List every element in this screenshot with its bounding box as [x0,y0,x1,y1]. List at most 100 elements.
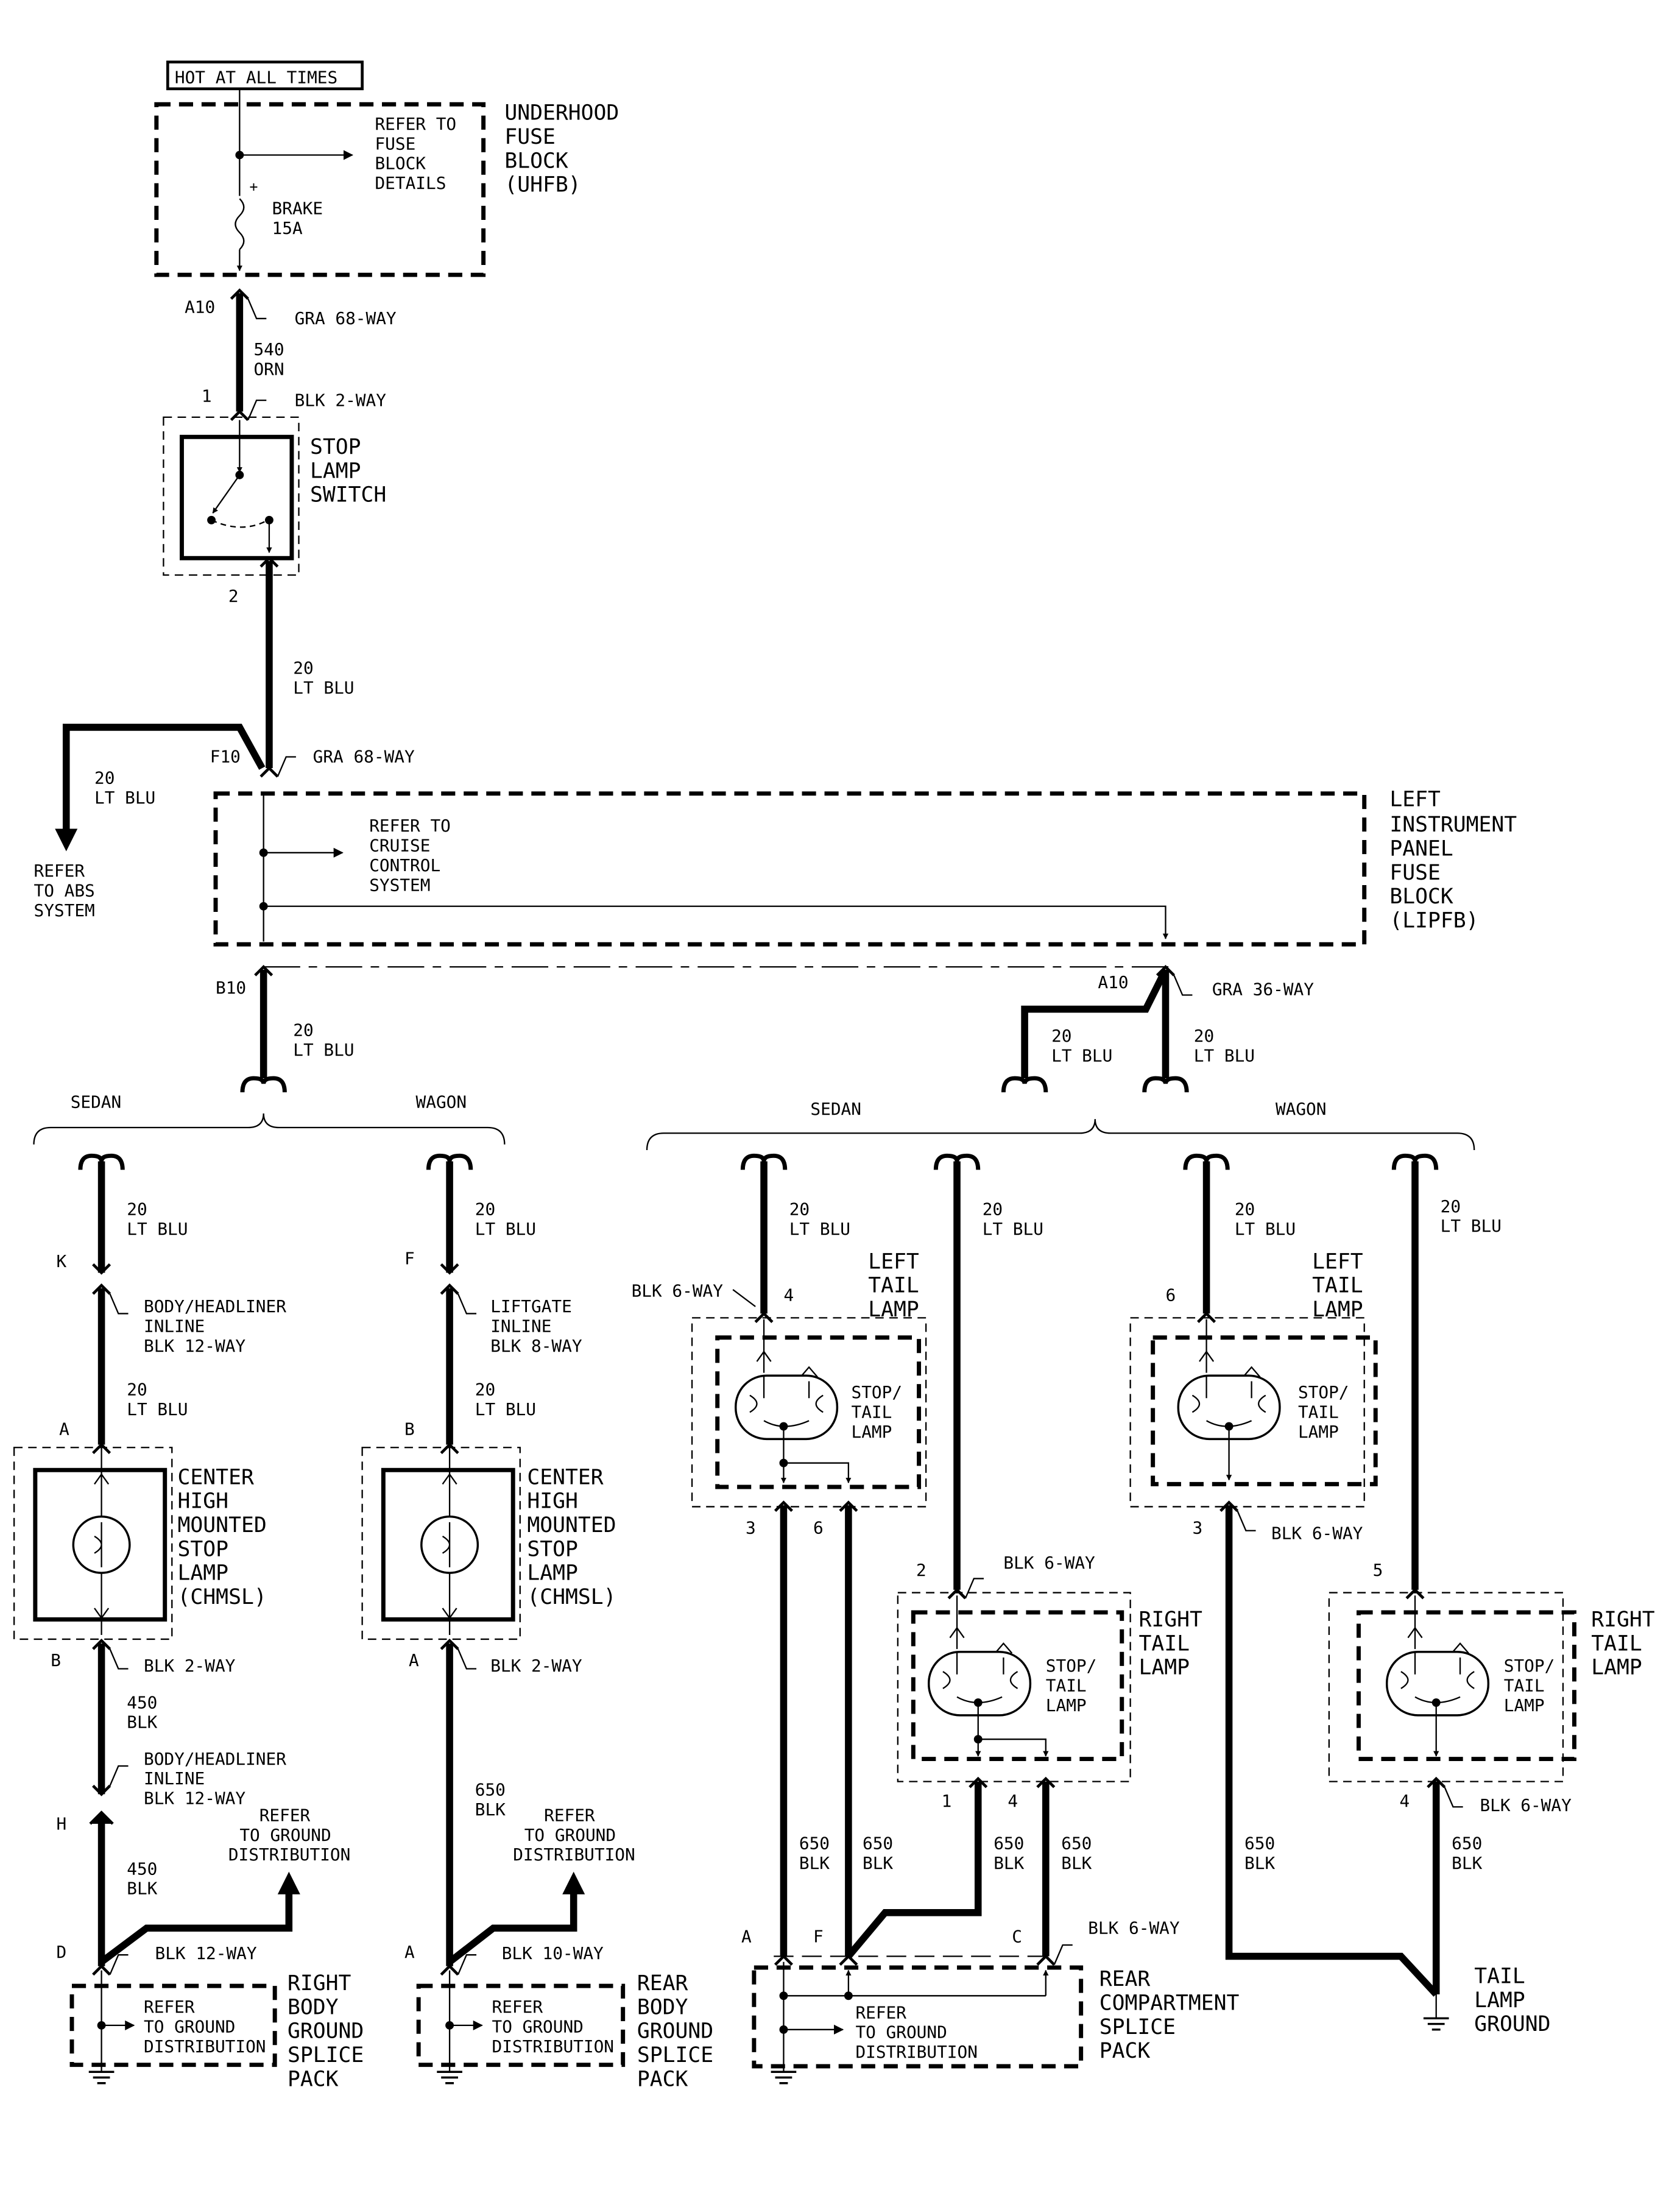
svg-text:TO GROUND: TO GROUND [524,1825,616,1845]
blk-6-way-rear-comp: BLK 6-WAY [1088,1918,1180,1938]
svg-text:BLOCK: BLOCK [504,149,568,173]
svg-text:STOP: STOP [310,435,361,459]
wire-a10-left-label: 20 LT BLU [1051,1026,1112,1065]
svg-text:20: 20 [1194,1026,1214,1046]
svg-text:650: 650 [863,1834,893,1854]
svg-text:CENTER: CENTER [178,1465,254,1489]
svg-text:LAMP: LAMP [1591,1656,1642,1680]
sedan-right-tail-wire-label: 20 LT BLU [983,1199,1043,1238]
svg-text:LT BLU: LT BLU [475,1219,536,1239]
svg-text:DISTRIBUTION: DISTRIBUTION [144,2036,266,2056]
svg-text:650: 650 [1061,1834,1092,1854]
wagon-label-left: WAGON [416,1092,467,1112]
svg-text:STOP/: STOP/ [852,1382,903,1402]
svg-text:20: 20 [789,1199,810,1219]
svg-text:650: 650 [1452,1834,1482,1854]
wire-20-lt-blu-label-1: 20 LT BLU [293,658,354,697]
svg-text:TAIL: TAIL [1046,1676,1087,1696]
svg-text:INLINE: INLINE [144,1316,205,1336]
connector-a-chmsl-sedan: A [59,1419,69,1439]
svg-text:20: 20 [1441,1196,1461,1216]
wire-to-abs [62,724,266,832]
svg-text:SYSTEM: SYSTEM [34,900,95,920]
rear-compartment-splice-box [752,1965,1084,2069]
blk-6-way-sedan-right: BLK 6-WAY [1003,1553,1095,1573]
svg-text:BODY: BODY [637,1995,688,2019]
stop-tail-bulb-sedan-left [735,1374,839,1441]
refer-ground-dist-label-2: REFER TO GROUND DISTRIBUTION [513,1805,635,1865]
connector-d: D [57,1942,67,1962]
connector-f-liftgate: F [404,1248,415,1268]
uhfb-refer-text: REFER TO FUSE BLOCK DETAILS [375,114,456,193]
svg-text:TAIL: TAIL [868,1274,919,1298]
svg-text:(CHMSL): (CHMSL) [527,1585,616,1609]
svg-text:540: 540 [253,339,284,359]
svg-text:BODY: BODY [288,1995,339,2019]
svg-text:BLOCK: BLOCK [375,154,426,174]
svg-text:FUSE: FUSE [504,125,556,149]
svg-text:RIGHT: RIGHT [288,1971,351,1996]
svg-text:LEFT: LEFT [1312,1249,1363,1274]
tail-lamp-ground-label: TAIL LAMP GROUND [1474,1964,1550,2036]
wire-450-label-2: 450 BLK [127,1859,157,1898]
svg-text:REFER TO: REFER TO [375,114,456,134]
svg-text:BLK: BLK [1061,1853,1092,1873]
svg-text:LAMP: LAMP [310,459,361,483]
wire-650-label-sedan-1: 650 BLK [799,1834,830,1873]
connector-3-sedan: 3 [746,1517,756,1537]
blk-2-way-chmsl-wagon: BLK 2-WAY [490,1656,582,1676]
svg-text:BLK 12-WAY: BLK 12-WAY [144,1336,245,1356]
stop-lamp-switch-outline [163,416,300,576]
blk-6-way-wagon-left: BLK 6-WAY [1271,1523,1363,1544]
hot-at-all-times-label: HOT AT ALL TIMES [175,68,337,88]
svg-text:(UHFB): (UHFB) [504,173,581,197]
uhfb-name: UNDERHOOD FUSE BLOCK (UHFB) [504,101,619,197]
chmsl-sedan-wire2-label: 20 LT BLU [127,1380,188,1419]
blk-6-way-sedan-left: BLK 6-WAY [632,1281,724,1301]
svg-text:CRUISE: CRUISE [369,836,430,856]
svg-text:ORN: ORN [253,359,284,379]
brake-fuse-label: BRAKE 15A [272,199,323,238]
svg-text:DISTRIBUTION: DISTRIBUTION [513,1845,635,1865]
svg-text:20: 20 [293,1020,313,1040]
svg-text:SWITCH: SWITCH [310,483,386,507]
stop-tail-bulb-sedan-right [928,1651,1032,1717]
svg-text:(CHMSL): (CHMSL) [178,1585,267,1609]
svg-text:BLK 8-WAY: BLK 8-WAY [490,1336,582,1356]
wire-650-label-wagon-1: 650 BLK [1244,1834,1275,1873]
svg-text:LIFTGATE: LIFTGATE [490,1296,572,1316]
svg-text:BLOCK: BLOCK [1389,884,1453,909]
svg-text:LT BLU: LT BLU [1194,1045,1255,1065]
hot-at-all-times-box [166,60,364,91]
svg-text:LAMP: LAMP [852,1422,892,1442]
chmsl-wagon-wire1-label: 20 LT BLU [475,1199,536,1238]
wagon-label-right: WAGON [1276,1099,1327,1119]
svg-text:LEFT: LEFT [868,1249,919,1274]
svg-text:650: 650 [475,1780,506,1800]
svg-text:STOP: STOP [527,1537,578,1561]
uhfb-plus: + [250,180,258,196]
wagon-right-tail-wire-label: 20 LT BLU [1441,1196,1502,1236]
svg-text:650: 650 [994,1834,1024,1854]
stop-tail-text-wagon-left: STOP/ TAIL LAMP [1298,1382,1349,1442]
svg-text:FUSE: FUSE [1389,861,1441,885]
blk-2-way-chmsl-sedan: BLK 2-WAY [144,1656,236,1676]
right-body-splice-box [69,1983,277,2067]
connector-1: 1 [202,386,212,406]
svg-text:INSTRUMENT: INSTRUMENT [1389,813,1517,837]
wire-650-label-sedan-3: 650 BLK [994,1834,1024,1873]
svg-text:TO GROUND: TO GROUND [144,2016,235,2036]
svg-text:LAMP: LAMP [1139,1656,1190,1680]
svg-text:DETAILS: DETAILS [375,173,446,193]
wire-650-label-sedan-4: 650 BLK [1061,1834,1092,1873]
connector-a10: A10 [185,297,215,317]
right-tail-lamp-label-sedan: RIGHT TAIL LAMP [1139,1608,1203,1680]
svg-text:SPLICE: SPLICE [288,2043,364,2067]
svg-text:REFER: REFER [259,1805,311,1825]
lipfb-refer-text: REFER TO CRUISE CONTROL SYSTEM [369,816,451,895]
connector-4-sedan-left: 4 [783,1285,794,1305]
connector-6-sedan: 6 [813,1517,824,1537]
svg-text:TO ABS: TO ABS [34,881,95,901]
body-headliner-label-1: BODY/HEADLINER INLINE BLK 12-WAY [144,1296,286,1356]
svg-text:INLINE: INLINE [490,1316,551,1336]
